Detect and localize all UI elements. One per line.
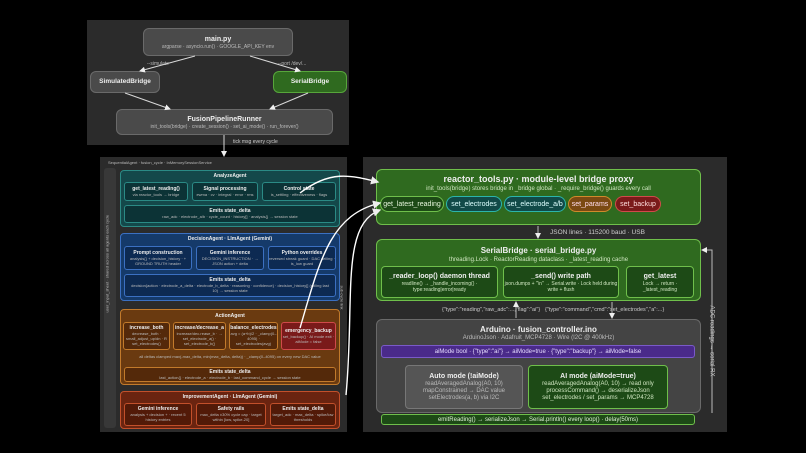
pill-set-backup: set_backup	[615, 196, 661, 212]
arrow-main-to-serial	[249, 55, 301, 73]
msg-line-2: {"type":"command","cmd":"set_electrodes"…	[545, 307, 665, 313]
serial-bridge-node: SerialBridge	[273, 71, 347, 93]
action-box-2: increase/decrease_a increase/dec.rease_b…	[173, 322, 226, 350]
pill-set-params: set_params	[568, 196, 612, 212]
arrow-analyze-to-tools	[299, 175, 380, 194]
simulated-bridge-node: SimulatedBridge	[90, 71, 160, 93]
emit-reading-bar: emitReading() → serializeJson → Serial.p…	[381, 414, 695, 425]
decision-emit: Emits state_delta decision{action · elec…	[124, 274, 336, 297]
improvement-title: ImprovementAgent · LlmAgent (Gemini)	[182, 394, 278, 400]
decision-box-3: Python overrides reversed streak guard ·…	[268, 246, 336, 270]
auto-mode-box: Auto mode (!aiMode) readAveragedAnalog(A…	[405, 365, 523, 409]
arrow-readings-rx	[701, 247, 713, 413]
action-clamp-note: all deltas clamped max(-max_delta, min(m…	[139, 354, 321, 359]
ai-mode-box: AI mode (aiMode=true) readAveragedAnalog…	[528, 365, 668, 409]
reactor-tools-title: reactor_tools.py · module-level bridge p…	[443, 174, 634, 184]
fusion-runner-sub: init_tools(bridge) · create_session() · …	[150, 123, 299, 130]
arrow-main-to-simulated	[139, 55, 196, 73]
improvement-box-2: Safety rails max_delta ±30% cycle cap · …	[196, 403, 266, 426]
simulated-bridge-title: SimulatedBridge	[99, 78, 151, 85]
send-path-box: _send() write path json.dumps + "\n" → S…	[503, 266, 619, 298]
port-label: --port /dev/...	[278, 61, 307, 67]
arrow-improvement-to-tools	[345, 208, 382, 396]
fusion-runner-title: FusionPipelineRunner	[187, 115, 262, 123]
action-box-emergency: emergency_backup set_backup() · AI mode …	[281, 322, 336, 350]
action-emit: Emits state_delta last_action{} · electr…	[124, 367, 336, 382]
reader-loop-box: _reader_loop() daemon thread readline() …	[381, 266, 498, 298]
arrow-serial-to-fusion	[269, 92, 309, 110]
analyze-emit: Emits state_delta raw_adc · electrode_a/…	[124, 205, 336, 223]
fusion-runner-node: FusionPipelineRunner init_tools(bridge) …	[116, 109, 333, 135]
improvement-box-3: Emits state_delta target_adc · max_delta…	[270, 403, 336, 426]
json-lines-label: JSON lines · 115200 baud · USB	[550, 229, 645, 236]
left-panel-header: SequentialAgent · fusion_cycle · InMemor…	[108, 160, 212, 165]
decision-title: DecisionAgent · LlmAgent (Gemini)	[187, 236, 273, 242]
tick-label: tick msg every cycle	[233, 139, 278, 145]
analyze-box-3: Control state is_settling · effectivenes…	[262, 182, 336, 201]
serial-bridge-title: SerialBridge	[290, 78, 330, 85]
pill-set-electrodes: set_electrodes	[446, 196, 502, 212]
decision-box-2: Gemini inference DECISION_INSTRUCTION · …	[196, 246, 264, 270]
action-box-1: increase_both decrease_both · small_adju…	[123, 322, 170, 350]
msg-line-1: {"type":"reading","raw_adc":...,"flag":"…	[442, 307, 541, 313]
decision-box-1: Prompt construction analysis{} + decisio…	[124, 246, 192, 270]
action-title: ActionAgent	[215, 313, 245, 319]
serial-bridge-py-title: SerialBridge · serial_bridge.py	[480, 246, 597, 255]
left-side-rail	[104, 168, 116, 428]
arrow-action-to-tools	[299, 200, 382, 329]
simulate-label: --simulate	[147, 61, 169, 67]
improvement-box-1: Gemini inference analysis + decision + ·…	[124, 403, 192, 426]
main-py-title: main.py	[204, 35, 232, 43]
reactor-tools-sub: init_tools(bridge) stores bridge in _bri…	[426, 186, 651, 192]
arduino-sub: ArduinoJson · Adafruit_MCP4728 · Wire (I…	[462, 335, 615, 341]
analyze-box-2: Signal processing ewma · cv · integral ·…	[192, 182, 258, 201]
arrow-simulated-to-fusion	[124, 92, 171, 111]
main-py-sub: argparse · asyncio.run() · GOOGLE_API_KE…	[161, 43, 275, 50]
arduino-title: Arduino · fusion_controller.ino	[480, 325, 597, 334]
main-py-node: main.py argparse · asyncio.run() · GOOGL…	[143, 28, 293, 56]
analyze-title: AnalyzeAgent	[213, 173, 247, 179]
serial-bridge-py-sub: threading.Lock · ReactorReading dataclas…	[448, 257, 629, 263]
analyze-box-1: get_latest_reading() via reactor_tools →…	[124, 182, 188, 201]
action-box-3: balance_electrodes avg = (a+b)/2 · _clam…	[229, 322, 278, 350]
pill-set-electrode-ab: set_electrode_a/b	[504, 196, 566, 212]
get-latest-box: get_latest Lock → return · _latest_readi…	[626, 266, 694, 298]
aimode-bar: aiMode bool · {"type":"ai"} → aiMode=tru…	[381, 345, 695, 358]
